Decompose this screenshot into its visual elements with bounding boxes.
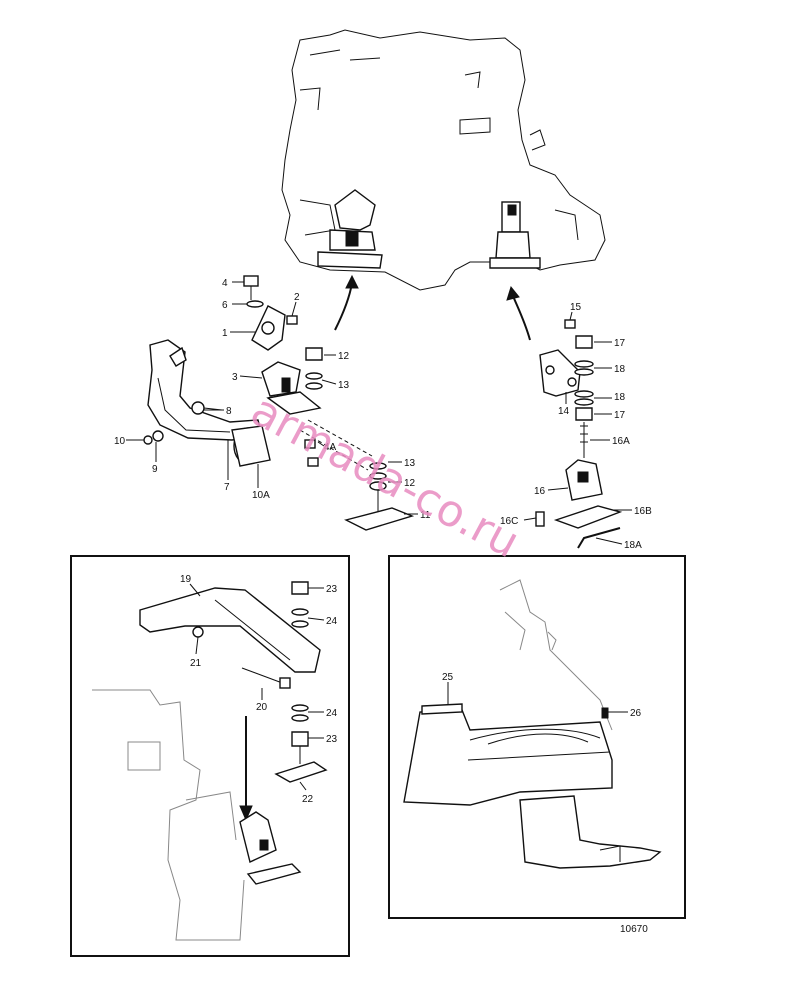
callout-24a: 24 bbox=[326, 616, 338, 627]
callout-4: 4 bbox=[222, 278, 228, 289]
callout-23a: 23 bbox=[326, 584, 338, 595]
front-mount-assembly bbox=[143, 275, 415, 531]
callout-18a-key: 18A bbox=[624, 540, 642, 551]
callout-4a: 4A bbox=[324, 442, 337, 453]
inset-left-parts bbox=[92, 581, 328, 941]
callout-labels: 4 6 2 1 3 12 13 8 10 9 7 10A 4A 13 12 11… bbox=[114, 278, 652, 935]
callout-16a: 16A bbox=[612, 436, 630, 447]
callout-9: 9 bbox=[152, 464, 158, 475]
engine-front-mount bbox=[317, 189, 383, 269]
callout-7: 7 bbox=[224, 482, 230, 493]
engine-rear-mount bbox=[489, 201, 541, 269]
callout-12b: 12 bbox=[404, 478, 416, 489]
callout-10: 10 bbox=[114, 436, 126, 447]
callout-6: 6 bbox=[222, 300, 228, 311]
leader-lines bbox=[126, 281, 632, 791]
callout-16c: 16C bbox=[500, 516, 518, 527]
callout-21: 21 bbox=[190, 658, 202, 669]
callout-12a: 12 bbox=[338, 351, 350, 362]
watermark: armada-co.ru bbox=[243, 385, 528, 569]
callout-20: 20 bbox=[256, 702, 268, 713]
inset-box-right bbox=[388, 555, 686, 919]
callout-10a: 10A bbox=[252, 490, 270, 501]
callout-17a: 17 bbox=[614, 338, 626, 349]
callout-13b: 13 bbox=[404, 458, 416, 469]
engine-outline bbox=[281, 29, 606, 291]
callout-3: 3 bbox=[232, 372, 238, 383]
inset-right-parts bbox=[403, 579, 662, 869]
callout-25: 25 bbox=[442, 672, 454, 683]
callout-19: 19 bbox=[180, 574, 192, 585]
callout-16: 16 bbox=[534, 486, 546, 497]
callout-1: 1 bbox=[222, 328, 228, 339]
callout-26: 26 bbox=[630, 708, 642, 719]
callout-17b: 17 bbox=[614, 410, 626, 421]
callout-16b: 16B bbox=[634, 506, 652, 517]
callout-18b: 18 bbox=[614, 392, 626, 403]
rear-mount-assembly bbox=[535, 319, 623, 549]
callout-24b: 24 bbox=[326, 708, 338, 719]
callout-14: 14 bbox=[558, 406, 570, 417]
callout-13a: 13 bbox=[338, 380, 350, 391]
callout-18a: 18 bbox=[614, 364, 626, 375]
callout-15: 15 bbox=[570, 302, 582, 313]
arrow-front bbox=[334, 274, 359, 331]
inset-box-left bbox=[70, 555, 350, 957]
callout-22: 22 bbox=[302, 794, 314, 805]
callout-2: 2 bbox=[294, 292, 300, 303]
callout-23b: 23 bbox=[326, 734, 338, 745]
arrow-rear bbox=[506, 285, 531, 341]
callout-8: 8 bbox=[226, 406, 232, 417]
callout-11: 11 bbox=[420, 510, 431, 521]
drawing-number: 10670 bbox=[620, 924, 648, 935]
